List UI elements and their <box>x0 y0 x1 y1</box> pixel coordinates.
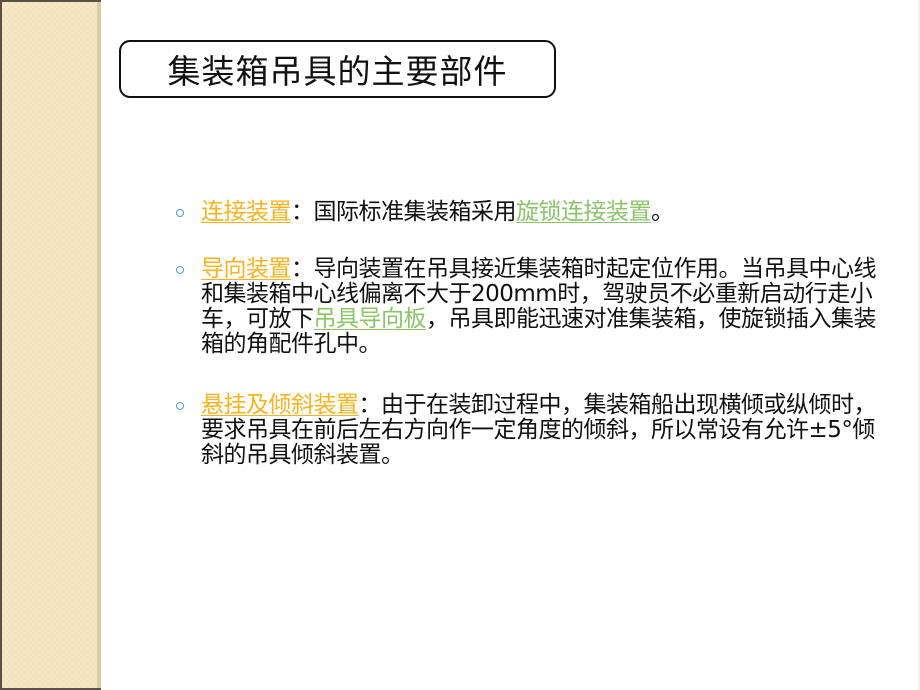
side-strip-edge <box>97 2 101 688</box>
bullet-item-connection-device: 连接装置：国际标准集装箱采用旋锁连接装置。 <box>176 200 876 225</box>
term-guide-device[interactable]: 导向装置 <box>201 256 292 282</box>
bullet-circle-icon <box>176 402 184 410</box>
term-suspension-tilt-device[interactable]: 悬挂及倾斜装置 <box>201 392 359 418</box>
right-edge <box>918 0 920 690</box>
bullet-text: 导向装置在吊具接近集装箱时起定位作用。当吊具中心线和集装箱中心线偏离不大于200… <box>201 256 877 332</box>
separator: ： <box>358 392 382 418</box>
bullet-text: 由于在装卸过程中，集装箱船出现横倾或纵倾时，要求吊具在前后左右方向作一定角度的倾… <box>201 392 877 468</box>
decorative-side-strip <box>0 0 101 690</box>
term-connection-device[interactable]: 连接装置 <box>201 199 292 225</box>
link-spreader-guide-plate[interactable]: 吊具导向板 <box>313 306 427 332</box>
bullet-text-end: 。 <box>651 199 674 225</box>
bullet-text-end: ，吊具即能迅速对准集装箱，使旋锁插入集装箱的角配件孔中。 <box>201 306 877 357</box>
bullet-item-suspension-tilt-device: 悬挂及倾斜装置：由于在装卸过程中，集装箱船出现横倾或纵倾时，要求吊具在前后左右方… <box>176 392 877 468</box>
bullet-list: 连接装置：国际标准集装箱采用旋锁连接装置。 导向装置：导向装置在吊具接近集装箱时… <box>176 200 877 468</box>
title-box: 集装箱吊具的主要部件 <box>119 40 556 98</box>
bullet-item-guide-device: 导向装置：导向装置在吊具接近集装箱时起定位作用。当吊具中心线和集装箱中心线偏离不… <box>176 256 877 357</box>
slide-title: 集装箱吊具的主要部件 <box>167 52 508 91</box>
bullet-circle-icon <box>176 209 184 217</box>
link-twistlock-connection[interactable]: 旋锁连接装置 <box>516 199 652 225</box>
separator: ： <box>291 256 314 282</box>
bullet-circle-icon <box>176 266 184 274</box>
separator: ： <box>291 199 314 225</box>
bullet-text: 国际标准集装箱采用 <box>313 199 517 225</box>
